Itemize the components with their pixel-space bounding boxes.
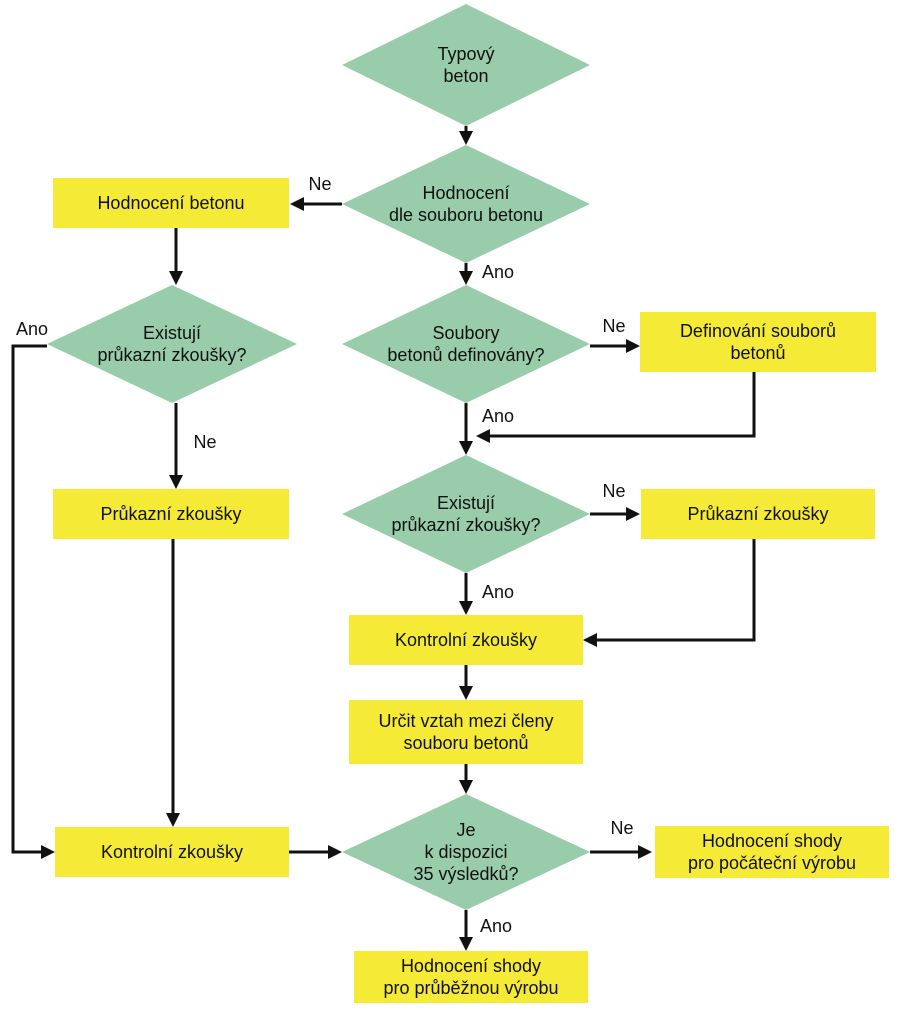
edge-existuji-pz-left-to-kontrolni-left-arrowhead	[41, 845, 55, 859]
typovy-beton-text-line-2: beton	[443, 66, 488, 86]
edge-definovani-souboru-to-existuji-pz-mid-arrowhead	[476, 429, 490, 443]
edge-hodnoceni-dle-souboru-to-hodnoceni-betonu-arrowhead	[290, 197, 304, 211]
edge-kontrolni-mid-to-urcit-vztah-arrowhead	[459, 686, 473, 700]
existuji-pz-left-text-line-2: průkazní zkoušky?	[97, 345, 246, 365]
hodnoceni-prubezna-text-line-1: Hodnocení shody	[401, 956, 541, 976]
je-35-text-line-1: Je	[456, 820, 475, 840]
urcit-vztah-text-line-2: souboru betonů	[403, 733, 528, 753]
definovani-souboru-text-line-1: Definování souborů	[680, 321, 836, 341]
definovani-souboru-box	[640, 312, 876, 372]
kontrolni-mid-box	[349, 615, 583, 665]
hodnoceni-betonu-node: Hodnocení betonu	[53, 178, 289, 228]
hodnoceni-pocatecni-box	[655, 826, 889, 878]
edge-je-35-to-hodnoceni-prubezna-arrowhead	[459, 937, 473, 951]
edge-je-35-to-hodnoceni-pocatecni-arrowhead	[638, 845, 652, 859]
edge-je-35-to-hodnoceni-prubezna-label: Ano	[480, 916, 512, 936]
edge-existuji-pz-left-to-kontrolni-left	[11, 344, 47, 854]
kontrolni-mid-node: Kontrolní zkoušky	[349, 615, 583, 665]
hodnoceni-pocatecni-text-line-2: pro počáteční výrobu	[688, 853, 856, 873]
kontrolni-mid-text-line-1: Kontrolní zkoušky	[395, 630, 537, 650]
soubory-definovany-diamond	[342, 285, 590, 403]
edge-hodnoceni-betonu-to-existuji-pz-left-arrowhead	[169, 271, 183, 285]
existuji-pz-mid-text-line-2: průkazní zkoušky?	[391, 515, 540, 535]
edge-existuji-pz-mid-to-kontrolni-mid-label: Ano	[482, 582, 514, 602]
hodnoceni-dle-souboru-diamond	[342, 145, 590, 263]
je-35-diamond	[342, 794, 590, 910]
hodnoceni-dle-souboru-text-line-1: Hodnocení	[422, 183, 509, 203]
edge-soubory-definovany-to-existuji-pz-mid-label: Ano	[482, 406, 514, 426]
edge-existuji-pz-mid-to-kontrolni-mid-arrowhead	[459, 601, 473, 615]
edges-layer	[11, 126, 756, 951]
definovani-souboru-text-line-2: betonů	[730, 343, 785, 363]
edge-existuji-pz-left-to-kontrolni-left-label: Ano	[16, 319, 48, 339]
edge-pz-right-to-kontrolni-mid	[596, 539, 756, 642]
soubory-definovany-text-line-2: betonů definovány?	[387, 345, 544, 365]
je-35-text-line-3: 35 výsledků?	[413, 864, 518, 884]
edge-soubory-definovany-to-definovani-souboru-arrowhead	[626, 339, 640, 353]
soubory-definovany-text-line-1: Soubory	[432, 323, 499, 343]
edge-urcit-vztah-to-je-35-arrowhead	[459, 780, 473, 794]
kontrolni-left-box	[55, 827, 289, 877]
hodnoceni-pocatecni-text-line-1: Hodnocení shody	[702, 831, 842, 851]
existuji-pz-left-diamond	[47, 285, 297, 403]
kontrolni-left-text-line-1: Kontrolní zkoušky	[101, 842, 243, 862]
typovy-beton-text-line-1: Typový	[437, 44, 494, 64]
edge-existuji-pz-mid-to-pz-right-label: Ne	[602, 481, 625, 501]
hodnoceni-dle-souboru-text-line-2: dle souboru betonu	[389, 205, 543, 225]
edge-soubory-definovany-to-definovani-souboru-label: Ne	[602, 316, 625, 336]
hodnoceni-betonu-box	[53, 178, 289, 228]
edge-hodnoceni-dle-souboru-to-soubory-definovany-arrowhead	[459, 271, 473, 285]
edge-je-35-to-hodnoceni-pocatecni-label: Ne	[610, 818, 633, 838]
kontrolni-left-node: Kontrolní zkoušky	[55, 827, 289, 877]
pz-right-text-line-1: Průkazní zkoušky	[687, 504, 828, 524]
edge-existuji-pz-mid-to-pz-right-arrowhead	[626, 507, 640, 521]
edge-definovani-souboru-to-existuji-pz-mid	[489, 372, 756, 438]
edge-typovy-beton-to-hodnoceni-dle-souboru-arrowhead	[459, 131, 473, 145]
edge-kontrolni-left-to-je-35-arrowhead	[328, 845, 342, 859]
typovy-beton-diamond	[342, 4, 590, 126]
edge-hodnoceni-dle-souboru-to-soubory-definovany-label: Ano	[482, 262, 514, 282]
edge-existuji-pz-left-to-pz-left-label: Ne	[193, 432, 216, 452]
pz-left-box	[53, 489, 289, 539]
edge-existuji-pz-left-to-pz-left-arrowhead	[169, 475, 183, 489]
pz-left-node: Průkazní zkoušky	[53, 489, 289, 539]
edge-soubory-definovany-to-existuji-pz-mid-arrowhead	[459, 441, 473, 455]
urcit-vztah-text-line-1: Určit vztah mezi členy	[378, 711, 553, 731]
edge-pz-right-to-kontrolni-mid-arrowhead	[583, 633, 597, 647]
hodnoceni-prubezna-text-line-2: pro průběžnou výrobu	[383, 978, 558, 998]
hodnoceni-prubezna-box	[354, 951, 588, 1003]
je-35-text-line-2: k dispozici	[424, 842, 507, 862]
existuji-pz-mid-diamond	[342, 455, 590, 573]
hodnoceni-betonu-text-line-1: Hodnocení betonu	[97, 193, 244, 213]
pz-right-box	[641, 489, 875, 539]
pz-right-node: Průkazní zkoušky	[641, 489, 875, 539]
existuji-pz-mid-text-line-1: Existují	[437, 493, 495, 513]
edge-pz-left-to-kontrolni-left-arrowhead	[166, 813, 180, 827]
edge-hodnoceni-dle-souboru-to-hodnoceni-betonu-label: Ne	[308, 174, 331, 194]
urcit-vztah-box	[349, 700, 583, 764]
existuji-pz-left-text-line-1: Existují	[143, 323, 201, 343]
pz-left-text-line-1: Průkazní zkoušky	[100, 504, 241, 524]
